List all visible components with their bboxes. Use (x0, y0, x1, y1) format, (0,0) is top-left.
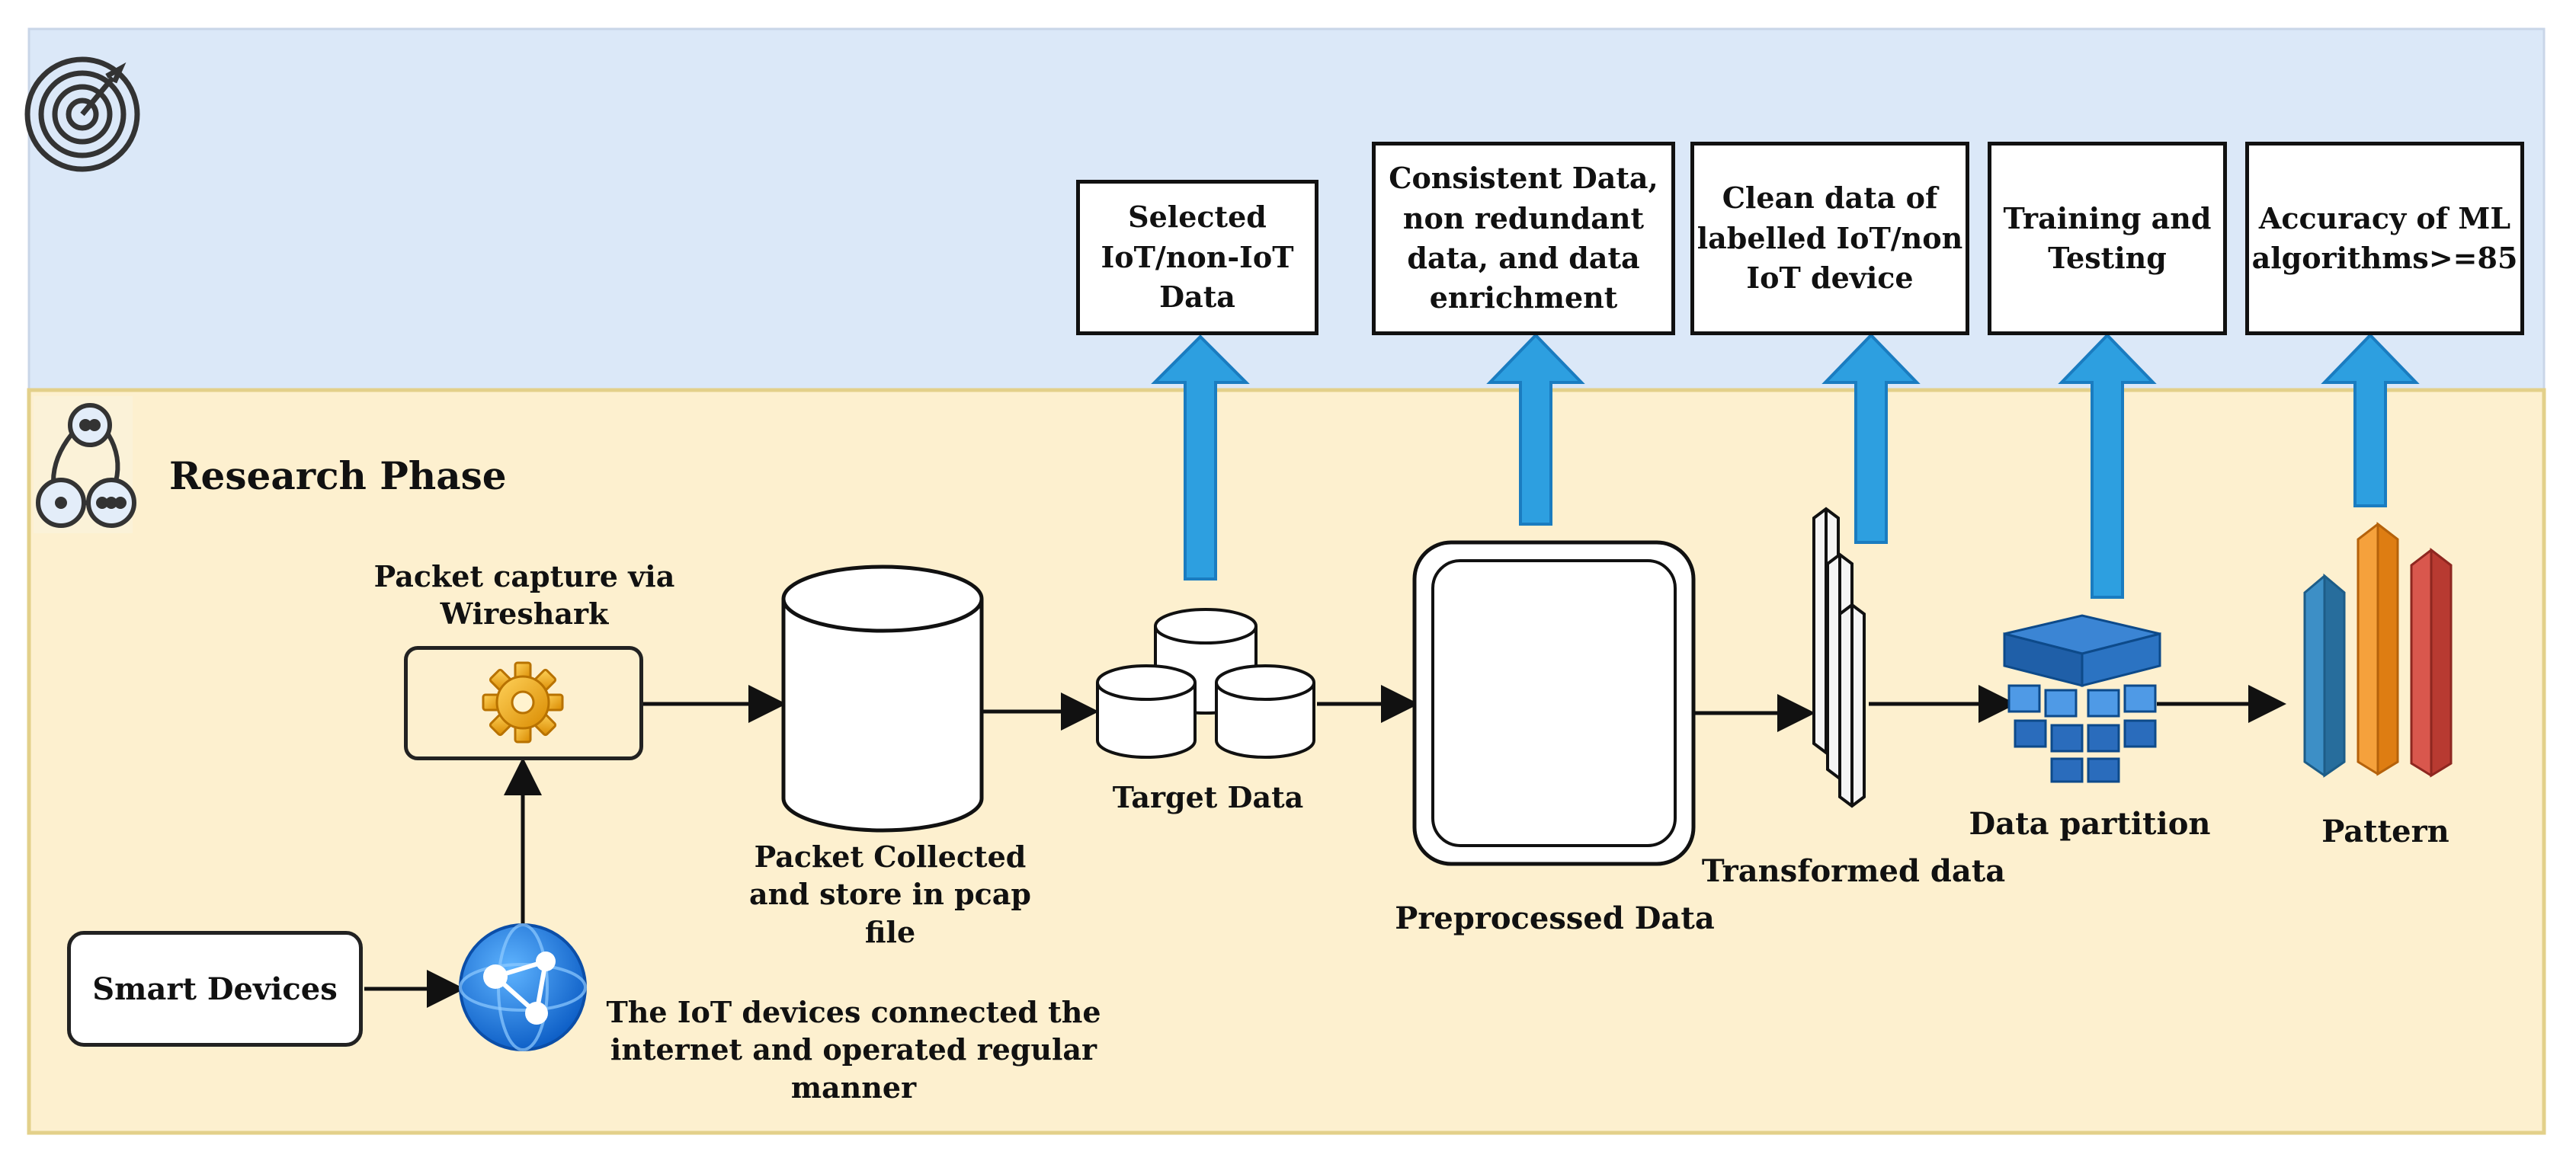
up-arrow-4 (2058, 333, 2157, 599)
flow-arrows (364, 685, 2286, 1008)
goal-box-training-testing: Training and Testing (1988, 142, 2227, 335)
globe-network-icon (459, 923, 587, 1051)
gear-icon (482, 661, 564, 744)
research-band (27, 388, 2546, 1135)
pattern-chart-icon (2303, 521, 2453, 778)
target-icon (24, 56, 140, 172)
transformed-data-label: Transformed data (1701, 853, 2006, 889)
target-data-label: Target Data (1112, 780, 1304, 814)
target-data-icon (1096, 608, 1315, 759)
smart-devices-box: Smart Devices (67, 931, 363, 1047)
goal-label: Consistent Data, non redundant data, and… (1389, 161, 1658, 315)
smart-devices-label: Smart Devices (92, 971, 338, 1007)
packet-capture-box (404, 646, 643, 760)
goal-box-selected-data: Selected IoT/non-IoT Data (1076, 180, 1318, 335)
goal-label: Training and Testing (2003, 200, 2212, 275)
up-arrow-1 (1151, 334, 1250, 580)
preprocessed-data-icon (1412, 540, 1696, 866)
goal-label: Clean data of labelled IoT/non IoT devic… (1697, 181, 1963, 296)
goal-label: Selected IoT/non-IoT Data (1101, 200, 1294, 315)
iot-connected-label: The IoT devices connected the internet a… (606, 995, 1101, 1105)
up-arrow-2 (1486, 333, 1585, 526)
data-partition-icon (2003, 614, 2161, 783)
pattern-label: Pattern (2321, 814, 2449, 849)
goal-label: Accuracy of ML algorithms>=85 (2251, 200, 2518, 275)
packet-collected-label: Packet Collected and store in pcap file (749, 840, 1031, 949)
packet-database-icon (781, 565, 984, 833)
packet-capture-label: Packet capture via Wireshark (373, 559, 675, 632)
up-arrow-3 (1821, 333, 1921, 544)
goal-box-consistent-data: Consistent Data, non redundant data, and… (1372, 142, 1675, 335)
preprocessed-data-label: Preprocessed Data (1395, 900, 1715, 936)
phase-label: Research Phase (169, 453, 507, 498)
data-partition-label: Data partition (1969, 806, 2211, 842)
goal-box-clean-data: Clean data of labelled IoT/non IoT devic… (1690, 142, 1969, 335)
up-arrow-5 (2321, 333, 2420, 507)
team-icon (34, 396, 136, 533)
goal-box-accuracy: Accuracy of ML algorithms>=85 (2245, 142, 2524, 335)
transformed-data-icon (1812, 507, 1866, 808)
